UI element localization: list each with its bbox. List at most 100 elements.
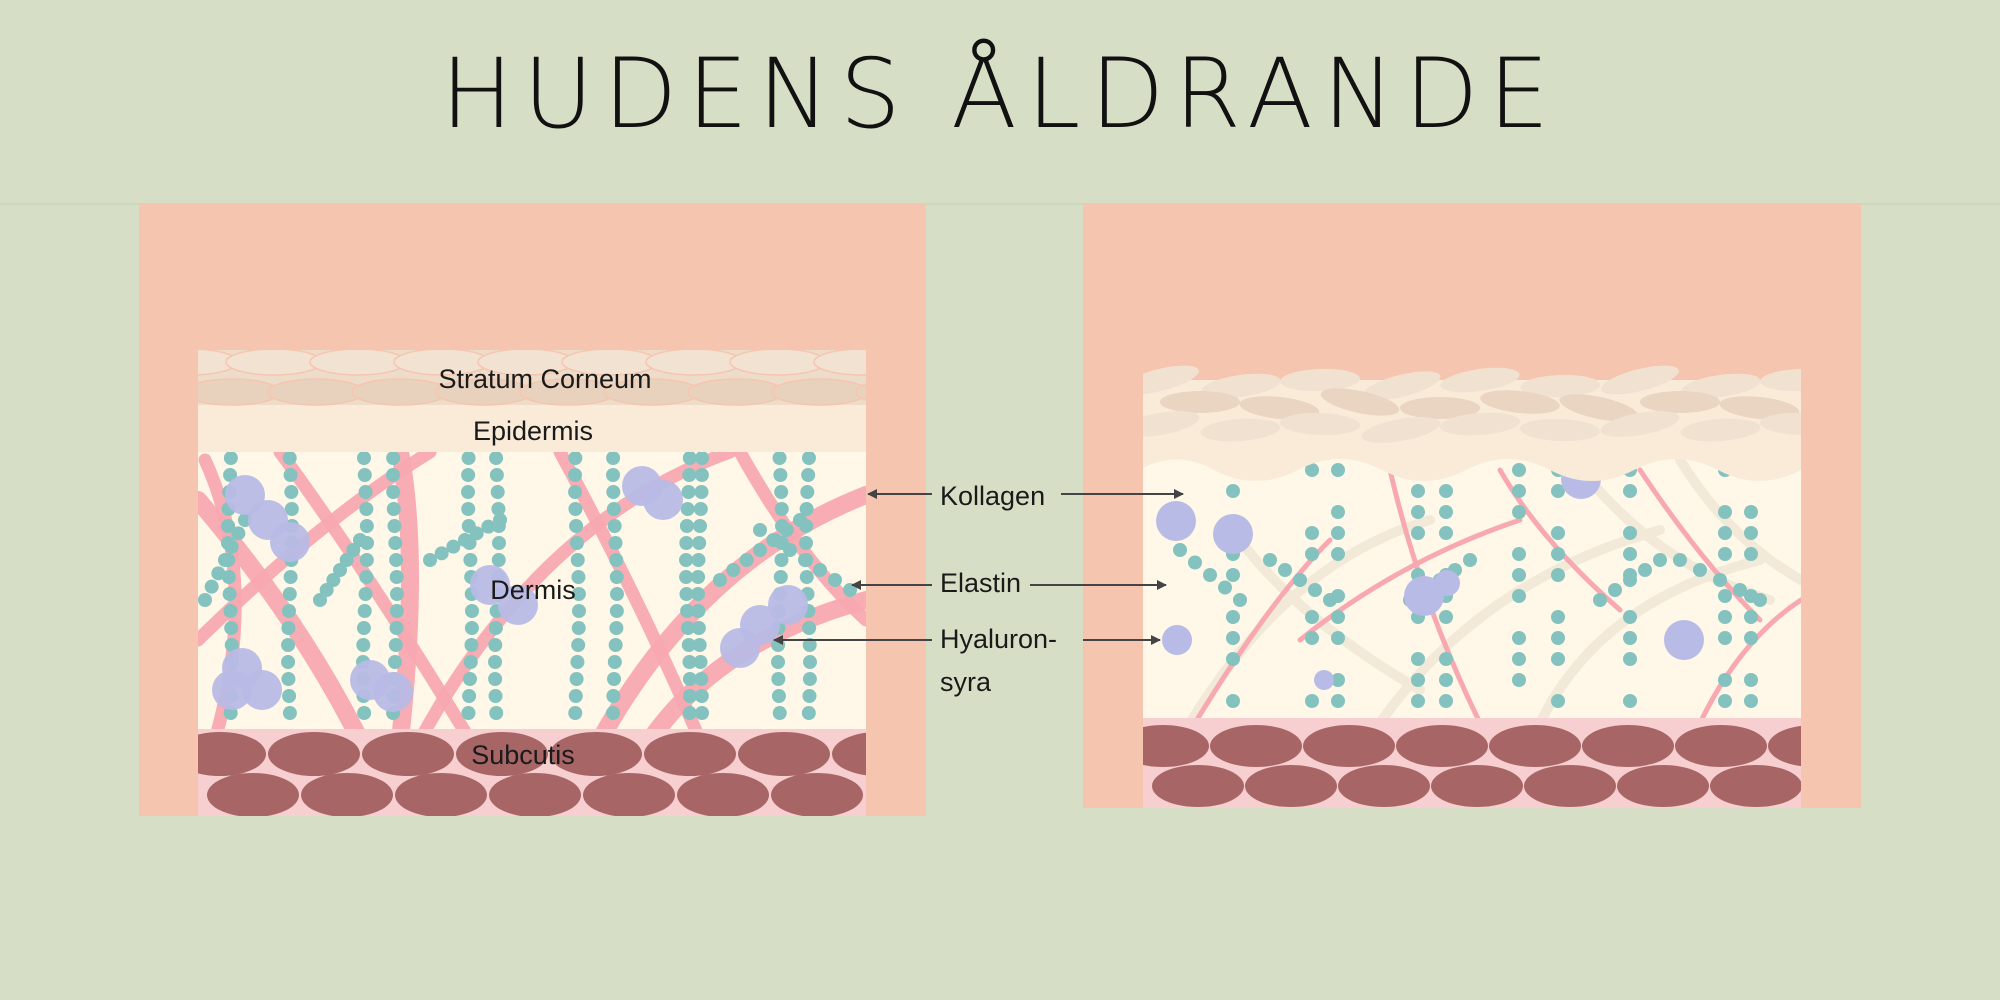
elastin-bead: [386, 468, 401, 482]
elastin-bead: [1512, 547, 1526, 561]
elastin-bead: [693, 502, 708, 516]
elastin-bead: [682, 468, 697, 482]
elastin-bead: [388, 638, 403, 652]
fat-cell: [198, 732, 266, 776]
elastin-bead: [1623, 526, 1637, 540]
elastin-bead: [1623, 631, 1637, 645]
fat-cell: [1210, 725, 1302, 767]
elastin-bead: [359, 553, 374, 567]
elastin-bead: [389, 570, 404, 584]
elastin-bead: [609, 621, 624, 635]
corneum-cell: [1519, 418, 1600, 442]
fat-cell: [738, 732, 830, 776]
elastin-bead: [491, 502, 506, 516]
fat-cell: [395, 773, 487, 816]
elastin-bead: [1411, 673, 1425, 687]
fat-cell: [301, 773, 393, 816]
elastin-bead: [1551, 694, 1565, 708]
elastin-bead: [568, 689, 583, 703]
fat-cell: [832, 732, 866, 776]
left-epidermis-layer: [198, 405, 866, 452]
corneum-cell: [1680, 418, 1761, 442]
elastin-bead: [491, 536, 506, 550]
hyaluronic-acid-sphere: [1162, 625, 1192, 655]
elastin-bead: [1718, 673, 1732, 687]
elastin-bead: [569, 519, 584, 533]
elastin-bead: [1693, 563, 1707, 577]
elastin-bead: [713, 573, 727, 587]
elastin-bead: [387, 519, 402, 533]
hyaluronic-acid-sphere: [1434, 570, 1460, 596]
elastin-bead: [739, 553, 754, 567]
elastin-bead: [1203, 568, 1217, 582]
corneum-cell: [687, 378, 785, 406]
elastin-bead: [801, 452, 816, 465]
corneum-cell: [1362, 371, 1441, 401]
young-skin-panel: [139, 204, 926, 816]
elastin-bead: [679, 519, 694, 533]
elastin-bead: [682, 689, 697, 703]
elastin-bead: [798, 553, 812, 567]
elastin-bead: [1623, 610, 1637, 624]
elastin-bead: [679, 553, 694, 567]
corneum-cell: [1440, 367, 1520, 393]
elastin-bead: [1173, 543, 1187, 557]
elastin-bead: [284, 485, 299, 499]
elastin-bead: [224, 621, 239, 635]
elastin-bead: [488, 689, 503, 703]
elastin-bead: [458, 533, 472, 547]
elastin-bead: [489, 468, 504, 482]
hyaluronic-acid-sphere: [498, 585, 538, 625]
elastin-bead: [326, 573, 341, 587]
hyaluronic-acid-sphere: [768, 585, 808, 625]
elastin-bead: [313, 593, 327, 607]
elastin-bead: [389, 604, 404, 618]
elastin-bead: [1226, 484, 1240, 498]
elastin-bead: [346, 543, 361, 557]
hyaluronic-acid-sphere: [242, 670, 282, 710]
corneum-cell: [267, 378, 365, 406]
elastin-bead: [283, 570, 298, 584]
elastin-bead: [774, 485, 789, 499]
corneum-cell: [1440, 412, 1520, 436]
elastin-bead: [224, 638, 239, 652]
elastin-bead: [1439, 526, 1453, 540]
elastin-bead: [682, 452, 697, 465]
elastin-bead: [1718, 631, 1732, 645]
elastin-bead: [801, 468, 816, 482]
elastin-bead: [571, 638, 586, 652]
collagen-fiber: [1697, 597, 1801, 723]
elastin-bead: [1411, 526, 1425, 540]
elastin-bead: [1744, 631, 1758, 645]
elastin-bead: [358, 485, 373, 499]
elastin-bead: [771, 689, 786, 703]
elastin-bead: [802, 689, 817, 703]
elastin-bead: [1411, 484, 1425, 498]
fat-cell: [1524, 765, 1616, 807]
corneum-cell: [1320, 388, 1400, 416]
elastin-bead: [772, 452, 787, 465]
elastin-bead: [609, 570, 624, 584]
elastin-bead: [1551, 610, 1565, 624]
corneum-cell: [351, 378, 449, 406]
elastin-bead: [680, 502, 695, 516]
elastin-bead: [446, 539, 461, 554]
elastin-bead: [1331, 526, 1345, 540]
collagen-fiber: [1297, 517, 1523, 643]
elastin-bead: [1551, 568, 1565, 582]
elastin-bead: [1512, 463, 1526, 477]
elastin-bead: [357, 706, 372, 720]
elastin-bead: [1744, 505, 1758, 519]
fat-cell: [1617, 765, 1709, 807]
hyaluronic-acid-sphere: [270, 522, 310, 562]
elastin-bead: [607, 655, 622, 669]
elastin-bead: [694, 468, 709, 482]
elastin-bead: [488, 638, 503, 652]
corneum-cell: [1143, 411, 1200, 437]
elastin-bead: [691, 604, 706, 618]
elastin-bead: [680, 621, 695, 635]
elastin-bead: [1638, 563, 1652, 577]
elastin-bead: [568, 485, 583, 499]
elastin-bead: [570, 655, 585, 669]
elastin-bead: [481, 519, 496, 534]
